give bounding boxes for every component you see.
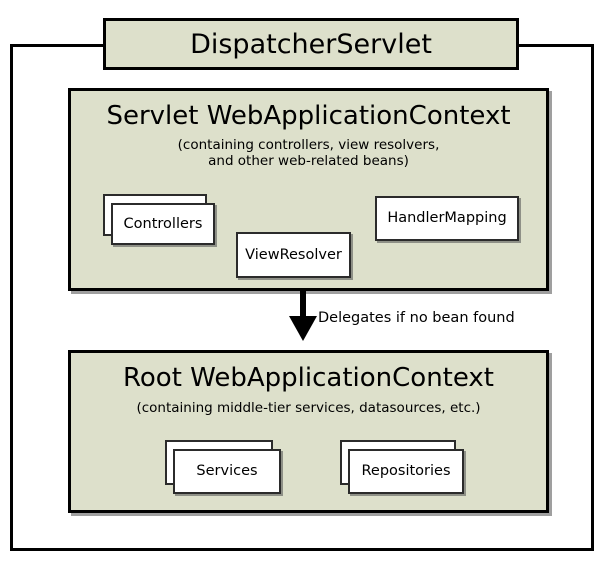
root-web-application-context: Root WebApplicationContext (containing m… (68, 350, 549, 513)
bean-box-handlermapping[interactable]: HandlerMapping (375, 196, 519, 241)
bean-box-controllers[interactable]: Controllers (111, 203, 215, 245)
servlet-context-subtitle: (containing controllers, view resolvers,… (71, 137, 546, 169)
bean-label-services: Services (196, 463, 258, 480)
root-context-title: Root WebApplicationContext (123, 363, 494, 393)
delegation-arrow-label: Delegates if no bean found (318, 310, 515, 326)
dispatcher-servlet-header: DispatcherServlet (103, 18, 519, 70)
bean-label-controllers: Controllers (123, 215, 203, 232)
bean-label-handlermapping: HandlerMapping (387, 210, 507, 227)
servlet-context-subtitle-line-1: (containing controllers, view resolvers, (177, 137, 440, 153)
bean-box-repositories[interactable]: Repositories (348, 449, 464, 494)
root-context-subtitle: (containing middle-tier services, dataso… (71, 400, 546, 416)
servlet-context-title: Servlet WebApplicationContext (106, 101, 511, 131)
bean-label-viewresolver: ViewResolver (245, 246, 342, 263)
bean-box-services[interactable]: Services (173, 449, 281, 494)
bean-label-repositories: Repositories (361, 463, 451, 480)
dispatcher-servlet-title: DispatcherServlet (190, 28, 432, 60)
delegation-arrow-icon (289, 288, 317, 341)
servlet-context-subtitle-line-2: and other web-related beans) (208, 153, 409, 169)
bean-box-viewresolver[interactable]: ViewResolver (236, 232, 351, 278)
root-context-subtitle-line-1: (containing middle-tier services, dataso… (136, 400, 481, 416)
